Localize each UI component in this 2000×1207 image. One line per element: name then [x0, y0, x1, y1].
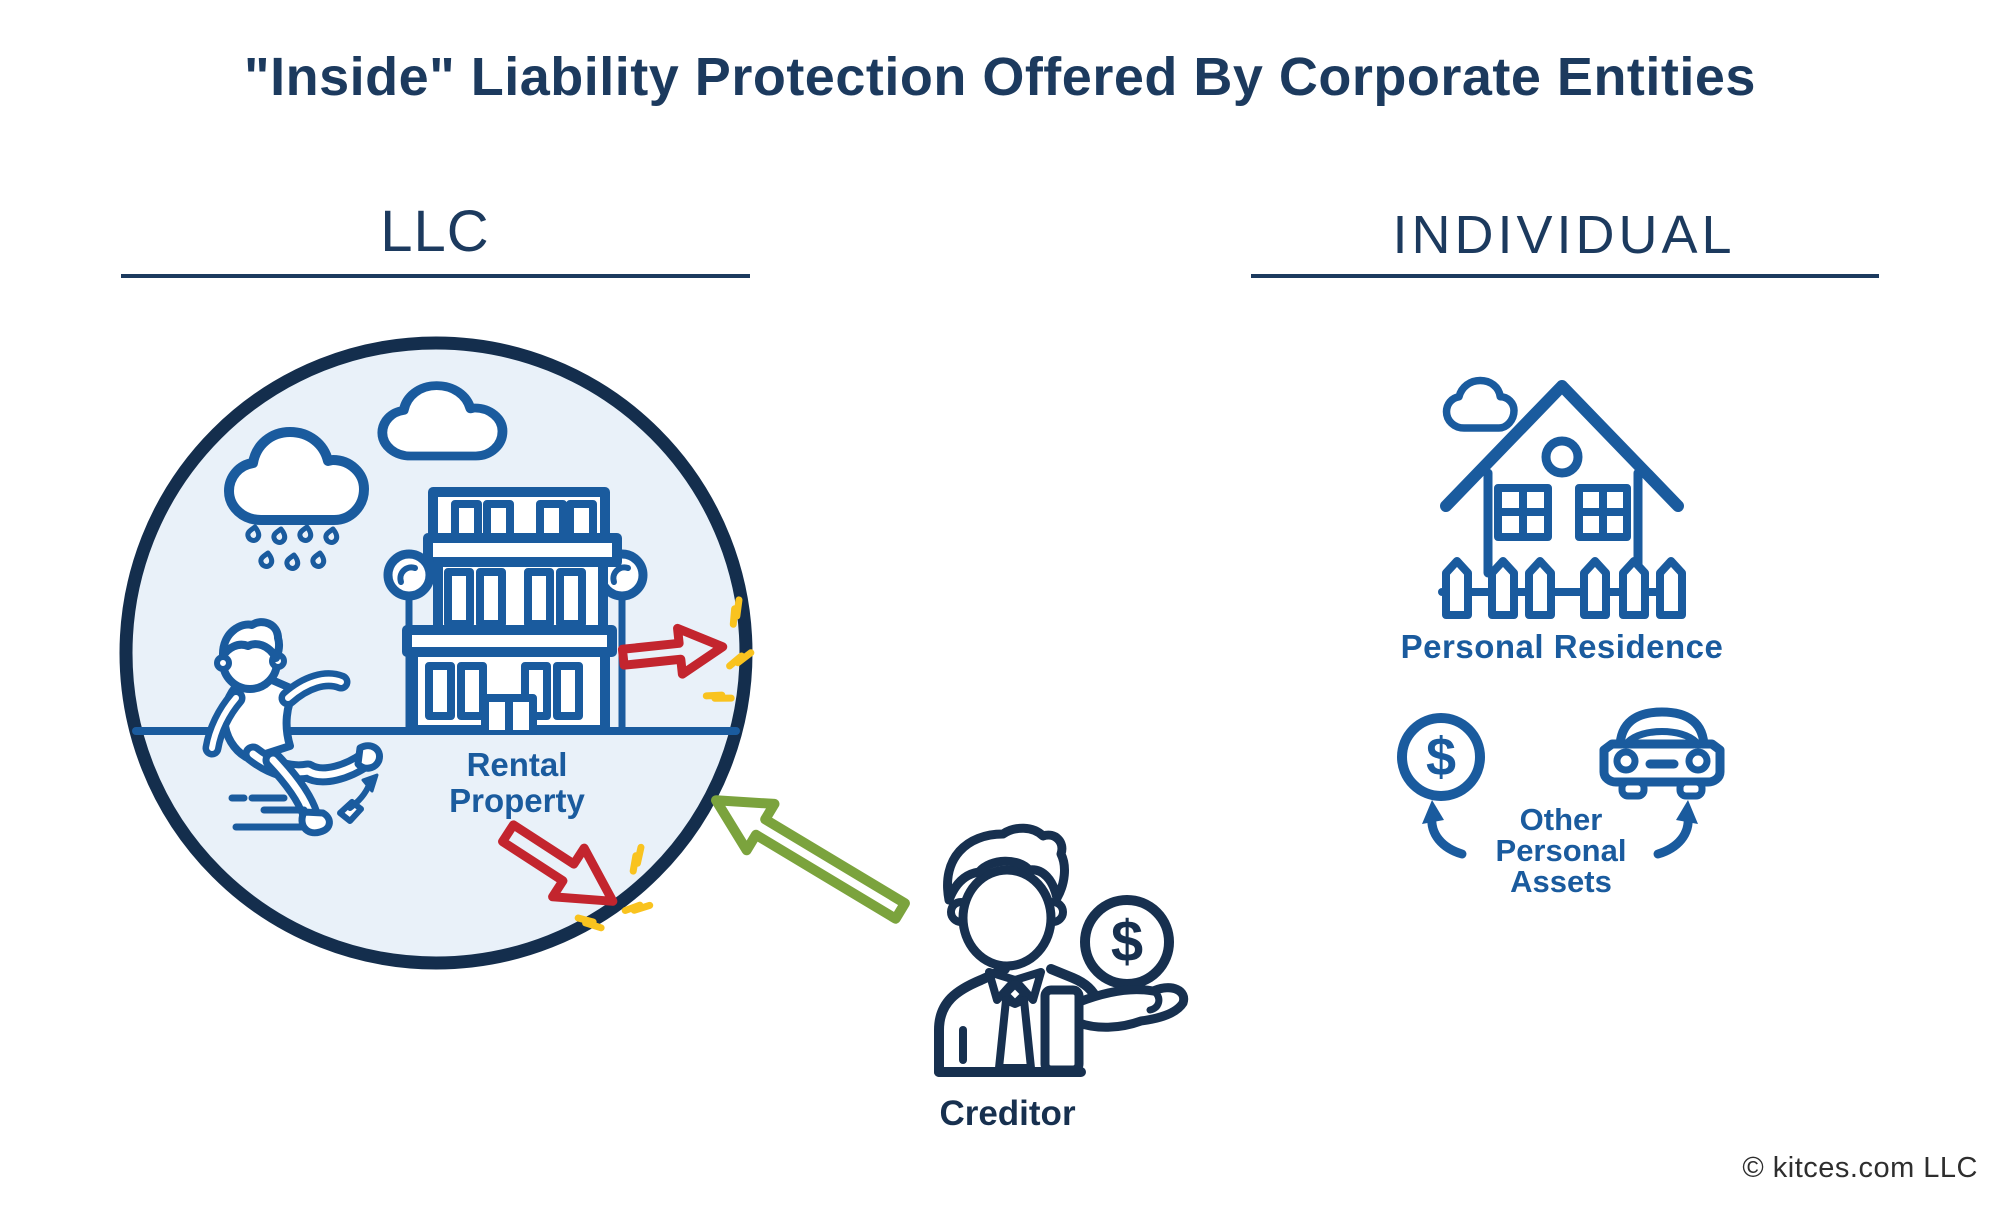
other-assets-line3: Assets	[1510, 864, 1612, 899]
creditor-label: Creditor	[939, 1094, 1076, 1133]
red-arrow-icon	[498, 820, 618, 906]
copyright-notice: © kitces.com LLC	[1742, 1152, 1978, 1184]
rental-property-line2: Property	[449, 782, 585, 819]
rain-cloud-icon	[224, 427, 369, 571]
apartment-building-icon	[383, 487, 648, 735]
picket-fence	[1438, 557, 1686, 619]
car-icon	[1599, 707, 1725, 800]
llc-heading-underline	[121, 274, 750, 278]
dollar-coin-icon: $	[1397, 713, 1485, 801]
green-arrow-icon	[711, 795, 910, 924]
curved-arrow-right-icon	[1653, 800, 1698, 859]
dollar-sign: $	[1426, 727, 1456, 787]
hair	[943, 823, 1069, 905]
impact-sparks-icon	[702, 596, 755, 702]
llc-section-heading: LLC	[380, 199, 490, 264]
rental-property-label: Rental Property	[402, 747, 632, 819]
flying-shoe-icon	[337, 773, 379, 824]
impact-sparks-icon	[574, 843, 654, 932]
individual-heading-underline	[1251, 274, 1879, 278]
impact-arrow-right	[617, 596, 755, 702]
rain-drops	[245, 524, 340, 571]
shoe-icon	[354, 742, 383, 772]
rental-property-line1: Rental	[466, 746, 568, 783]
other-assets-line1: Other	[1519, 802, 1603, 837]
cloud-icon	[1442, 376, 1518, 432]
person-slipping-icon	[202, 618, 383, 837]
speed-lines	[228, 794, 308, 831]
curved-arrow-left-icon	[1422, 800, 1467, 859]
building-door	[481, 694, 537, 734]
open-hand	[1074, 983, 1189, 1032]
cloud-icon	[377, 381, 508, 461]
individual-section-heading: INDIVIDUAL	[1392, 205, 1736, 265]
dollar-sign: $	[1111, 909, 1143, 974]
other-personal-assets-label: Other Personal Assets	[1436, 804, 1686, 897]
creditor-claim-arrow	[711, 795, 910, 924]
red-arrow-icon	[617, 623, 728, 679]
shoe-icon	[298, 808, 333, 837]
impact-arrow-down	[498, 820, 654, 932]
other-assets-line2: Personal	[1495, 833, 1627, 868]
hair	[219, 618, 284, 662]
dollar-coin-icon: $	[1080, 895, 1174, 989]
page-title: "Inside" Liability Protection Offered By…	[244, 47, 1756, 107]
house-window	[1494, 484, 1631, 541]
tie	[985, 968, 1045, 1072]
personal-residence-label: Personal Residence	[1400, 628, 1724, 665]
house-icon	[1438, 376, 1686, 619]
creditor-person-icon: $	[934, 823, 1189, 1077]
